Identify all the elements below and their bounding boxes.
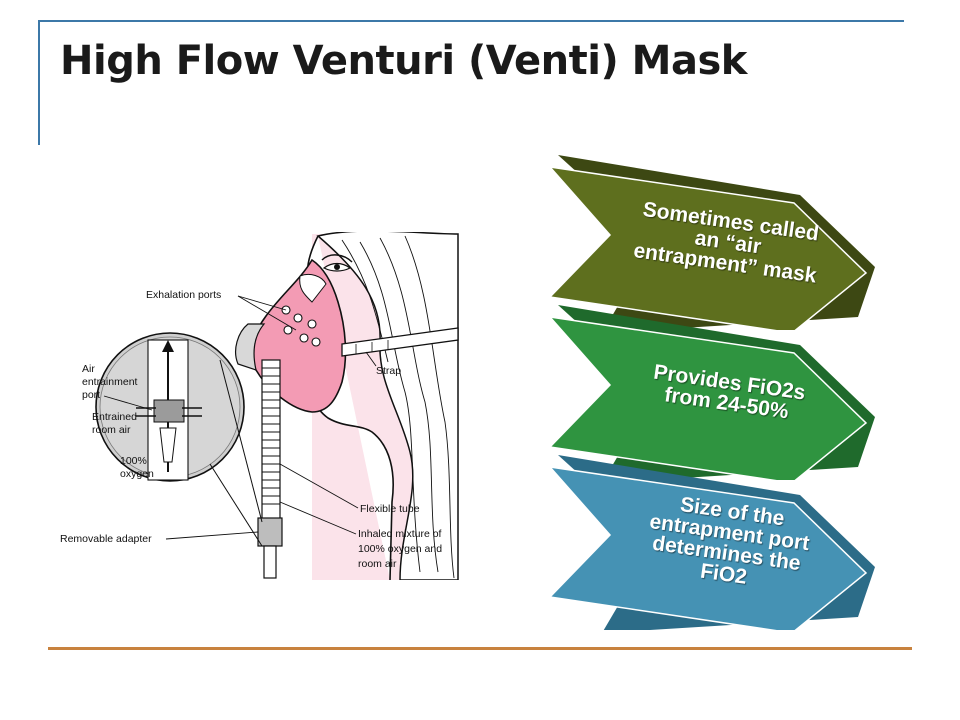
removable-adapter xyxy=(257,517,283,547)
label-air-line1: Air xyxy=(82,363,95,375)
chevron-shape-3 xyxy=(548,455,875,634)
label-air-line3: port xyxy=(82,389,100,401)
label-inhaled-line1: Inhaled mixture of xyxy=(358,528,442,540)
entrainment-port-body xyxy=(153,399,185,423)
label-oxygen-line2: oxygen xyxy=(120,468,154,480)
slide-frame-top xyxy=(38,20,904,22)
hair-shape xyxy=(316,232,459,580)
slide-title: High Flow Venturi (Venti) Mask xyxy=(60,38,747,84)
label-inhaled-line3: room air xyxy=(358,558,397,570)
process-step-3-text: Size of the entrapment port determines t… xyxy=(648,492,811,589)
process-step-2-text: Provides FiO2s from 24-50% xyxy=(652,360,807,423)
label-oxygen-line1: 100% xyxy=(120,455,147,467)
oxygen-inlet xyxy=(263,545,277,579)
eye-brow xyxy=(321,254,353,263)
leader-flexible-tube xyxy=(279,463,359,509)
label-removable-adapter: Removable adapter xyxy=(60,533,152,545)
zoom-leader-top xyxy=(219,359,263,523)
jet-nozzle xyxy=(159,427,177,463)
label-exhalation-ports: Exhalation ports xyxy=(146,289,221,301)
label-strap: Strap xyxy=(376,365,401,377)
label-inhaled-line2: 100% oxygen and xyxy=(358,543,442,555)
tube-corrugations xyxy=(262,367,280,505)
chevron-shape-2 xyxy=(548,305,875,484)
mask-connector xyxy=(235,323,266,371)
process-step-1-text: Sometimes called an “air entrapment” mas… xyxy=(632,197,821,288)
strap xyxy=(341,327,459,357)
leader-exhalation-2 xyxy=(237,295,297,331)
hair-strands xyxy=(341,235,455,579)
label-air-line2: entrainment xyxy=(82,376,138,388)
chevron-shape-1 xyxy=(548,155,875,334)
strap-texture xyxy=(355,340,389,354)
leader-exhalation-1 xyxy=(237,295,287,311)
process-step-3: Size of the entrapment port determines t… xyxy=(540,455,880,634)
process-step-1: Sometimes called an “air entrapment” mas… xyxy=(540,155,880,334)
slide-frame-left xyxy=(38,20,40,145)
leader-strap xyxy=(365,351,377,367)
bottom-rule xyxy=(48,647,912,650)
flow-arrow-up xyxy=(162,340,174,352)
label-entrained-line1: Entrained xyxy=(92,411,137,423)
nose-clip xyxy=(299,273,327,303)
leader-air-port xyxy=(103,395,153,411)
label-flexible-tube: Flexible tube xyxy=(360,503,420,515)
leader-inhaled xyxy=(279,501,357,535)
leader-adapter xyxy=(165,531,259,540)
label-entrained-line2: room air xyxy=(92,424,131,436)
eye-pupil xyxy=(334,264,340,270)
venturi-mask-illustration: Exhalation ports Air entrainment port En… xyxy=(60,232,459,580)
process-step-2: Provides FiO2s from 24-50% xyxy=(540,305,880,484)
